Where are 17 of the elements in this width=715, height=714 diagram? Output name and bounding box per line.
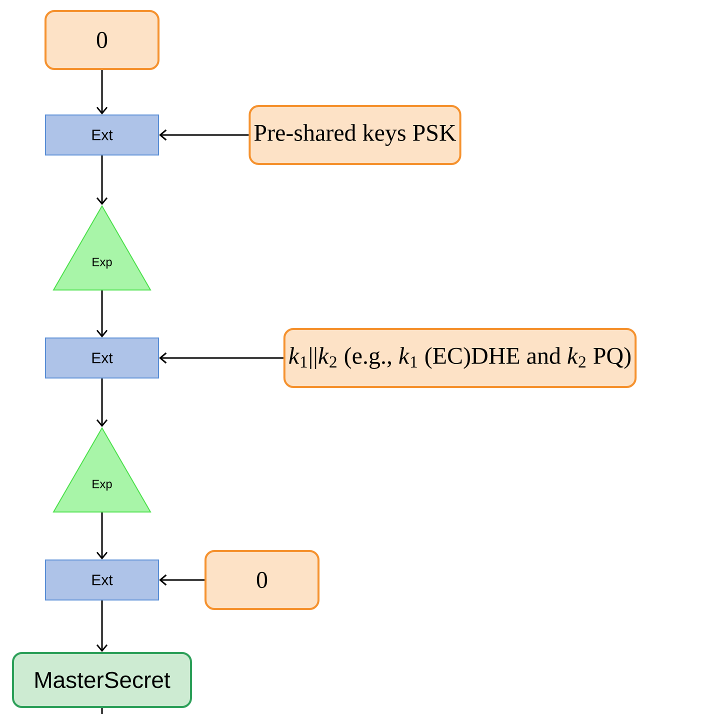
arrow xyxy=(96,378,108,427)
arrow xyxy=(159,574,204,586)
output-box: MasterSecret xyxy=(12,652,192,708)
process-box: Ext xyxy=(45,560,159,600)
arrow xyxy=(96,156,108,205)
process-box: Ext xyxy=(45,114,159,156)
arrow xyxy=(96,600,108,652)
input-box: 0 xyxy=(44,10,160,70)
arrow xyxy=(96,70,108,114)
arrow xyxy=(159,129,249,141)
arrow xyxy=(96,512,108,560)
arrow xyxy=(159,352,284,364)
process-box: Ext xyxy=(45,338,159,378)
arrow xyxy=(96,290,108,338)
input-box: Pre-shared keys PSK xyxy=(248,105,462,165)
input-box: k$_{1}$||k$_{2}$ (e.g., k$_{1}$ (EC)DHE and k$_{2}$ PQ) xyxy=(283,328,637,388)
input-box: 0 xyxy=(204,550,320,610)
